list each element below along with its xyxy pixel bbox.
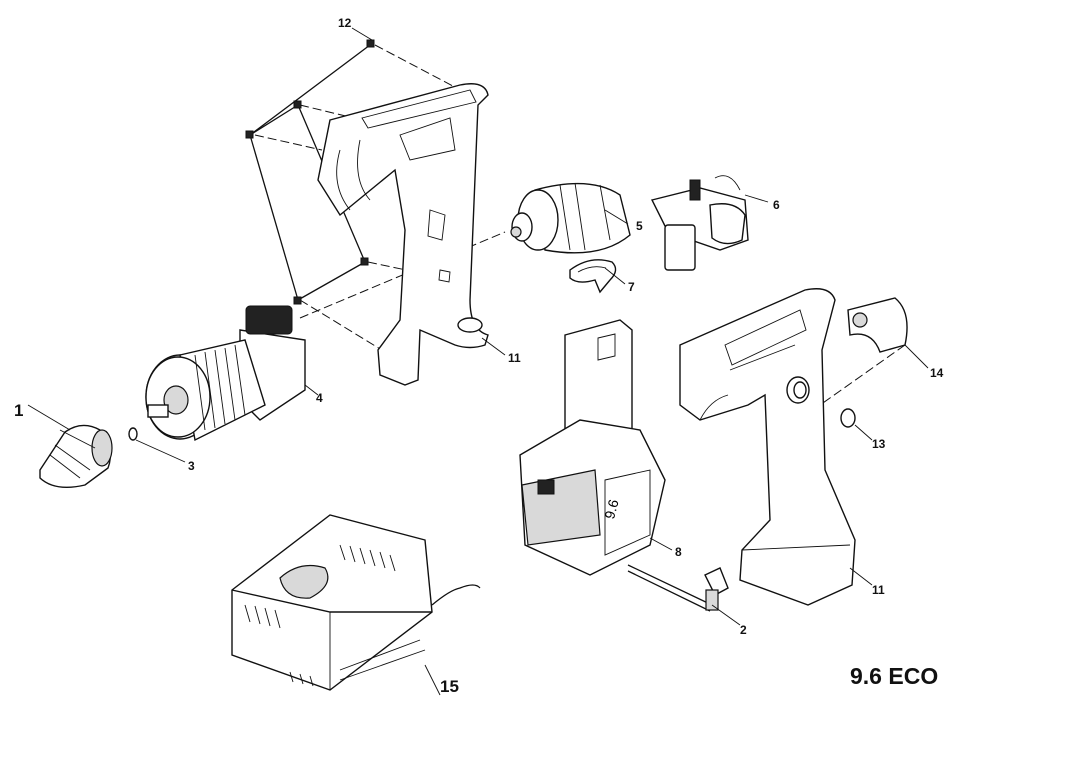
label-part-11-right: 11 [872, 583, 885, 597]
switch-6 [650, 175, 749, 271]
terminal-2 [627, 564, 729, 612]
housing-half-right-11 [679, 288, 856, 606]
label-part-4: 4 [316, 391, 323, 405]
charger-15 [231, 514, 481, 696]
plug-13 [840, 408, 856, 428]
gearbox-4 [145, 305, 306, 442]
svg-text:9.6: 9.6 [601, 497, 622, 520]
label-part-11-left: 11 [508, 351, 521, 365]
label-part-6: 6 [773, 198, 780, 212]
washer-3 [128, 427, 138, 441]
leader-lines [27, 27, 929, 626]
label-part-8: 8 [675, 545, 682, 559]
end-cap-14 [819, 297, 908, 406]
label-part-2: 2 [740, 623, 747, 637]
housing-half-left-11 [317, 83, 489, 386]
label-part-14: 14 [930, 366, 944, 380]
label-part-1: 1 [14, 401, 23, 420]
label-part-5: 5 [636, 219, 643, 233]
model-label: 9.6 ECO [850, 663, 938, 689]
battery-pack-8: 9.6 [519, 319, 666, 576]
label-part-12: 12 [338, 16, 352, 30]
clip-7 [569, 259, 617, 294]
label-part-7: 7 [628, 280, 635, 294]
motor-5 [510, 182, 631, 254]
label-part-15: 15 [440, 677, 459, 696]
chuck-1 [39, 424, 113, 488]
label-part-13: 13 [872, 437, 886, 451]
label-part-3: 3 [188, 459, 195, 473]
